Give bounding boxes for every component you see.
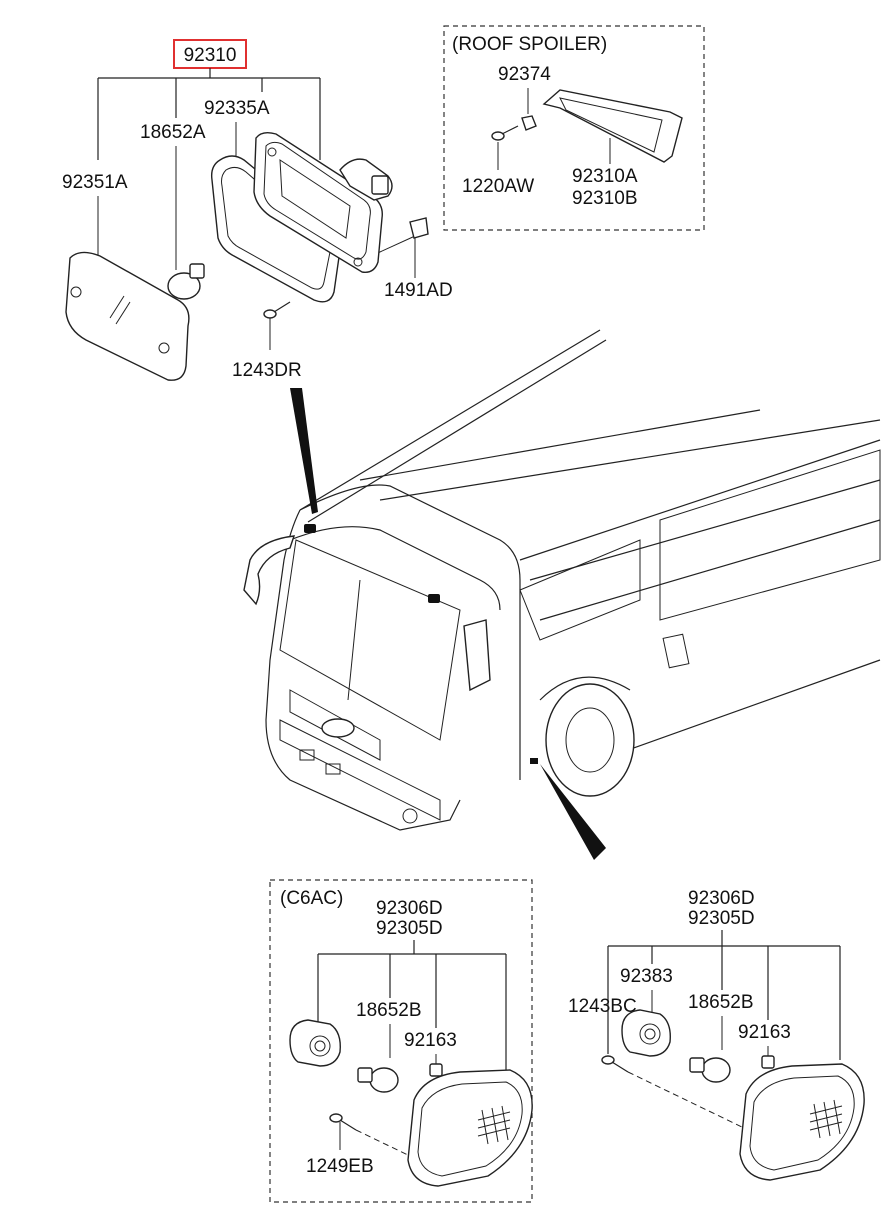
highlighted-part-label[interactable]: 92310 <box>184 45 237 66</box>
label-92310A: 92310A <box>572 166 638 187</box>
socket-part <box>761 1055 775 1069</box>
label-92163: 92163 <box>738 1022 791 1043</box>
c6ac-title: (C6AC) <box>280 888 343 909</box>
housing-part <box>253 131 393 273</box>
c6ac-holder-part <box>289 1019 341 1067</box>
label-c6ac-1249EB: 1249EB <box>306 1156 374 1177</box>
label-92306D: 92306D <box>688 888 755 909</box>
c6ac-socket-part <box>429 1063 443 1077</box>
bulb-b-part <box>689 1057 731 1083</box>
label-92335A: 92335A <box>204 98 270 119</box>
label-1243DR: 1243DR <box>232 360 302 381</box>
pointer-to-roof-lamp <box>290 388 318 514</box>
vehicle <box>243 329 881 860</box>
label-92383: 92383 <box>620 966 673 987</box>
label-1220AW: 1220AW <box>462 176 534 197</box>
label-92305D: 92305D <box>688 908 755 929</box>
c6ac-screw-part <box>329 1113 411 1157</box>
label-1243BC: 1243BC <box>568 996 637 1017</box>
screw-part <box>263 301 291 319</box>
pointer-to-side-lamp <box>540 764 606 860</box>
roof-spoiler-group: (ROOF SPOILER) 92374 1220AW 92310A 92310… <box>443 25 705 231</box>
roof-screw-part <box>491 125 519 141</box>
label-92374: 92374 <box>498 64 551 85</box>
side-lamp-part <box>739 1063 865 1181</box>
label-c6ac-92306D: 92306D <box>376 898 443 919</box>
gasket-part <box>210 155 342 303</box>
label-92351A: 92351A <box>62 172 128 193</box>
label-c6ac-92163: 92163 <box>404 1030 457 1051</box>
holder-part <box>621 1009 671 1057</box>
roof-lamp-part <box>542 89 683 163</box>
lens-part <box>65 251 190 381</box>
c6ac-lamp-part <box>407 1069 533 1187</box>
label-c6ac-18652B: 18652B <box>356 1000 422 1021</box>
roof-spoiler-title: (ROOF SPOILER) <box>452 34 607 55</box>
side-repeater-group: 92306D 92305D 92383 1243BC 18652B 92163 <box>568 888 865 1181</box>
c6ac-bulb-part <box>357 1067 399 1093</box>
screw-b-part <box>601 1055 745 1129</box>
label-92310B: 92310B <box>572 188 638 209</box>
bulb-part <box>167 263 205 300</box>
clip-part <box>409 217 429 239</box>
label-18652A: 18652A <box>140 122 206 143</box>
label-1491AD: 1491AD <box>384 280 453 301</box>
roof-socket-part <box>521 115 537 131</box>
side-repeater-c6ac-group: (C6AC) 92306D 92305D 18652B 92163 1249EB <box>269 879 533 1203</box>
label-18652B: 18652B <box>688 992 754 1013</box>
label-c6ac-92305D: 92305D <box>376 918 443 939</box>
top-assembly: 92310 18652A 92335A 92351A 1491AD 1243DR <box>62 39 453 381</box>
